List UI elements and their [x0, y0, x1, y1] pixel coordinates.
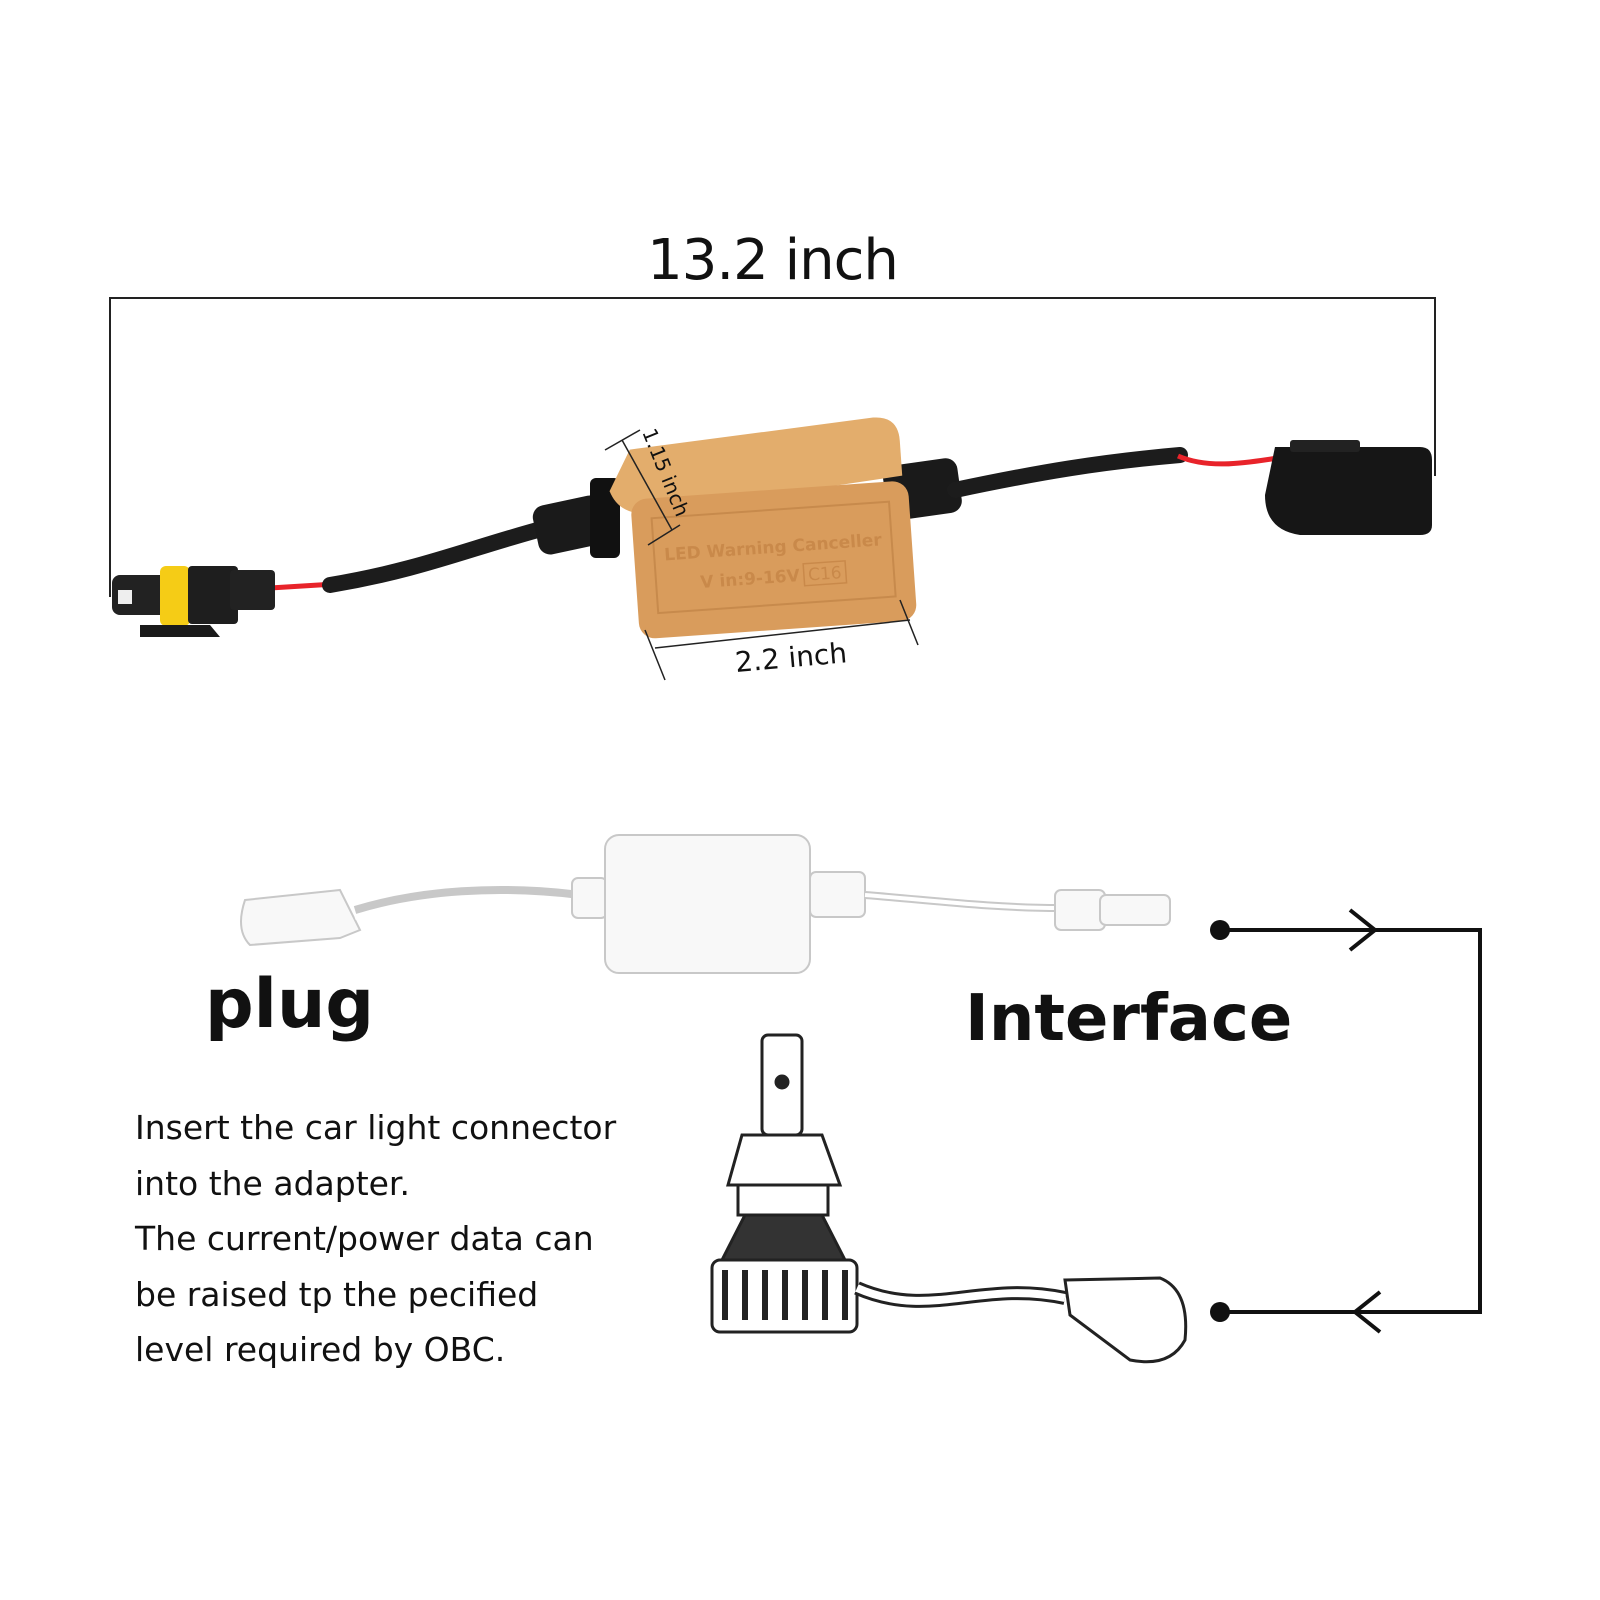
total-length-label: 13.2 inch	[647, 228, 899, 293]
plug-label: plug	[205, 965, 375, 1044]
left-connector-icon	[112, 566, 275, 637]
left-cable	[269, 478, 620, 593]
connection-dot	[1210, 920, 1230, 940]
led-bulb-icon	[710, 1033, 1188, 1364]
description-line: be raised tp the pecified	[135, 1274, 539, 1314]
description-line: The current/power data can	[135, 1219, 594, 1258]
description-line: into the adapter.	[135, 1163, 410, 1203]
product-illustration: LED Warning Canceller V in:9-16V C16 1.1…	[109, 297, 1436, 681]
canceller-box: LED Warning Canceller V in:9-16V C16	[609, 417, 917, 639]
box-dimension-lines	[604, 429, 919, 681]
right-cable	[882, 447, 1279, 521]
description: Insert the car light connector into the …	[135, 1100, 616, 1378]
description-line: level required by OBC.	[135, 1330, 506, 1369]
wiring-diagram	[240, 834, 1482, 1364]
adapter-sketch	[240, 834, 1171, 974]
length-dimension-bracket	[109, 297, 1436, 597]
right-connector-icon	[1265, 440, 1432, 535]
box-length-label: 2.2 inch	[734, 636, 849, 679]
connection-dot	[1210, 1302, 1230, 1322]
description-line: Insert the car light connector	[135, 1108, 617, 1147]
box-model-label: C16	[808, 563, 843, 585]
interface-label: Interface	[965, 982, 1293, 1056]
connection-loop-arrow	[1220, 908, 1482, 1334]
